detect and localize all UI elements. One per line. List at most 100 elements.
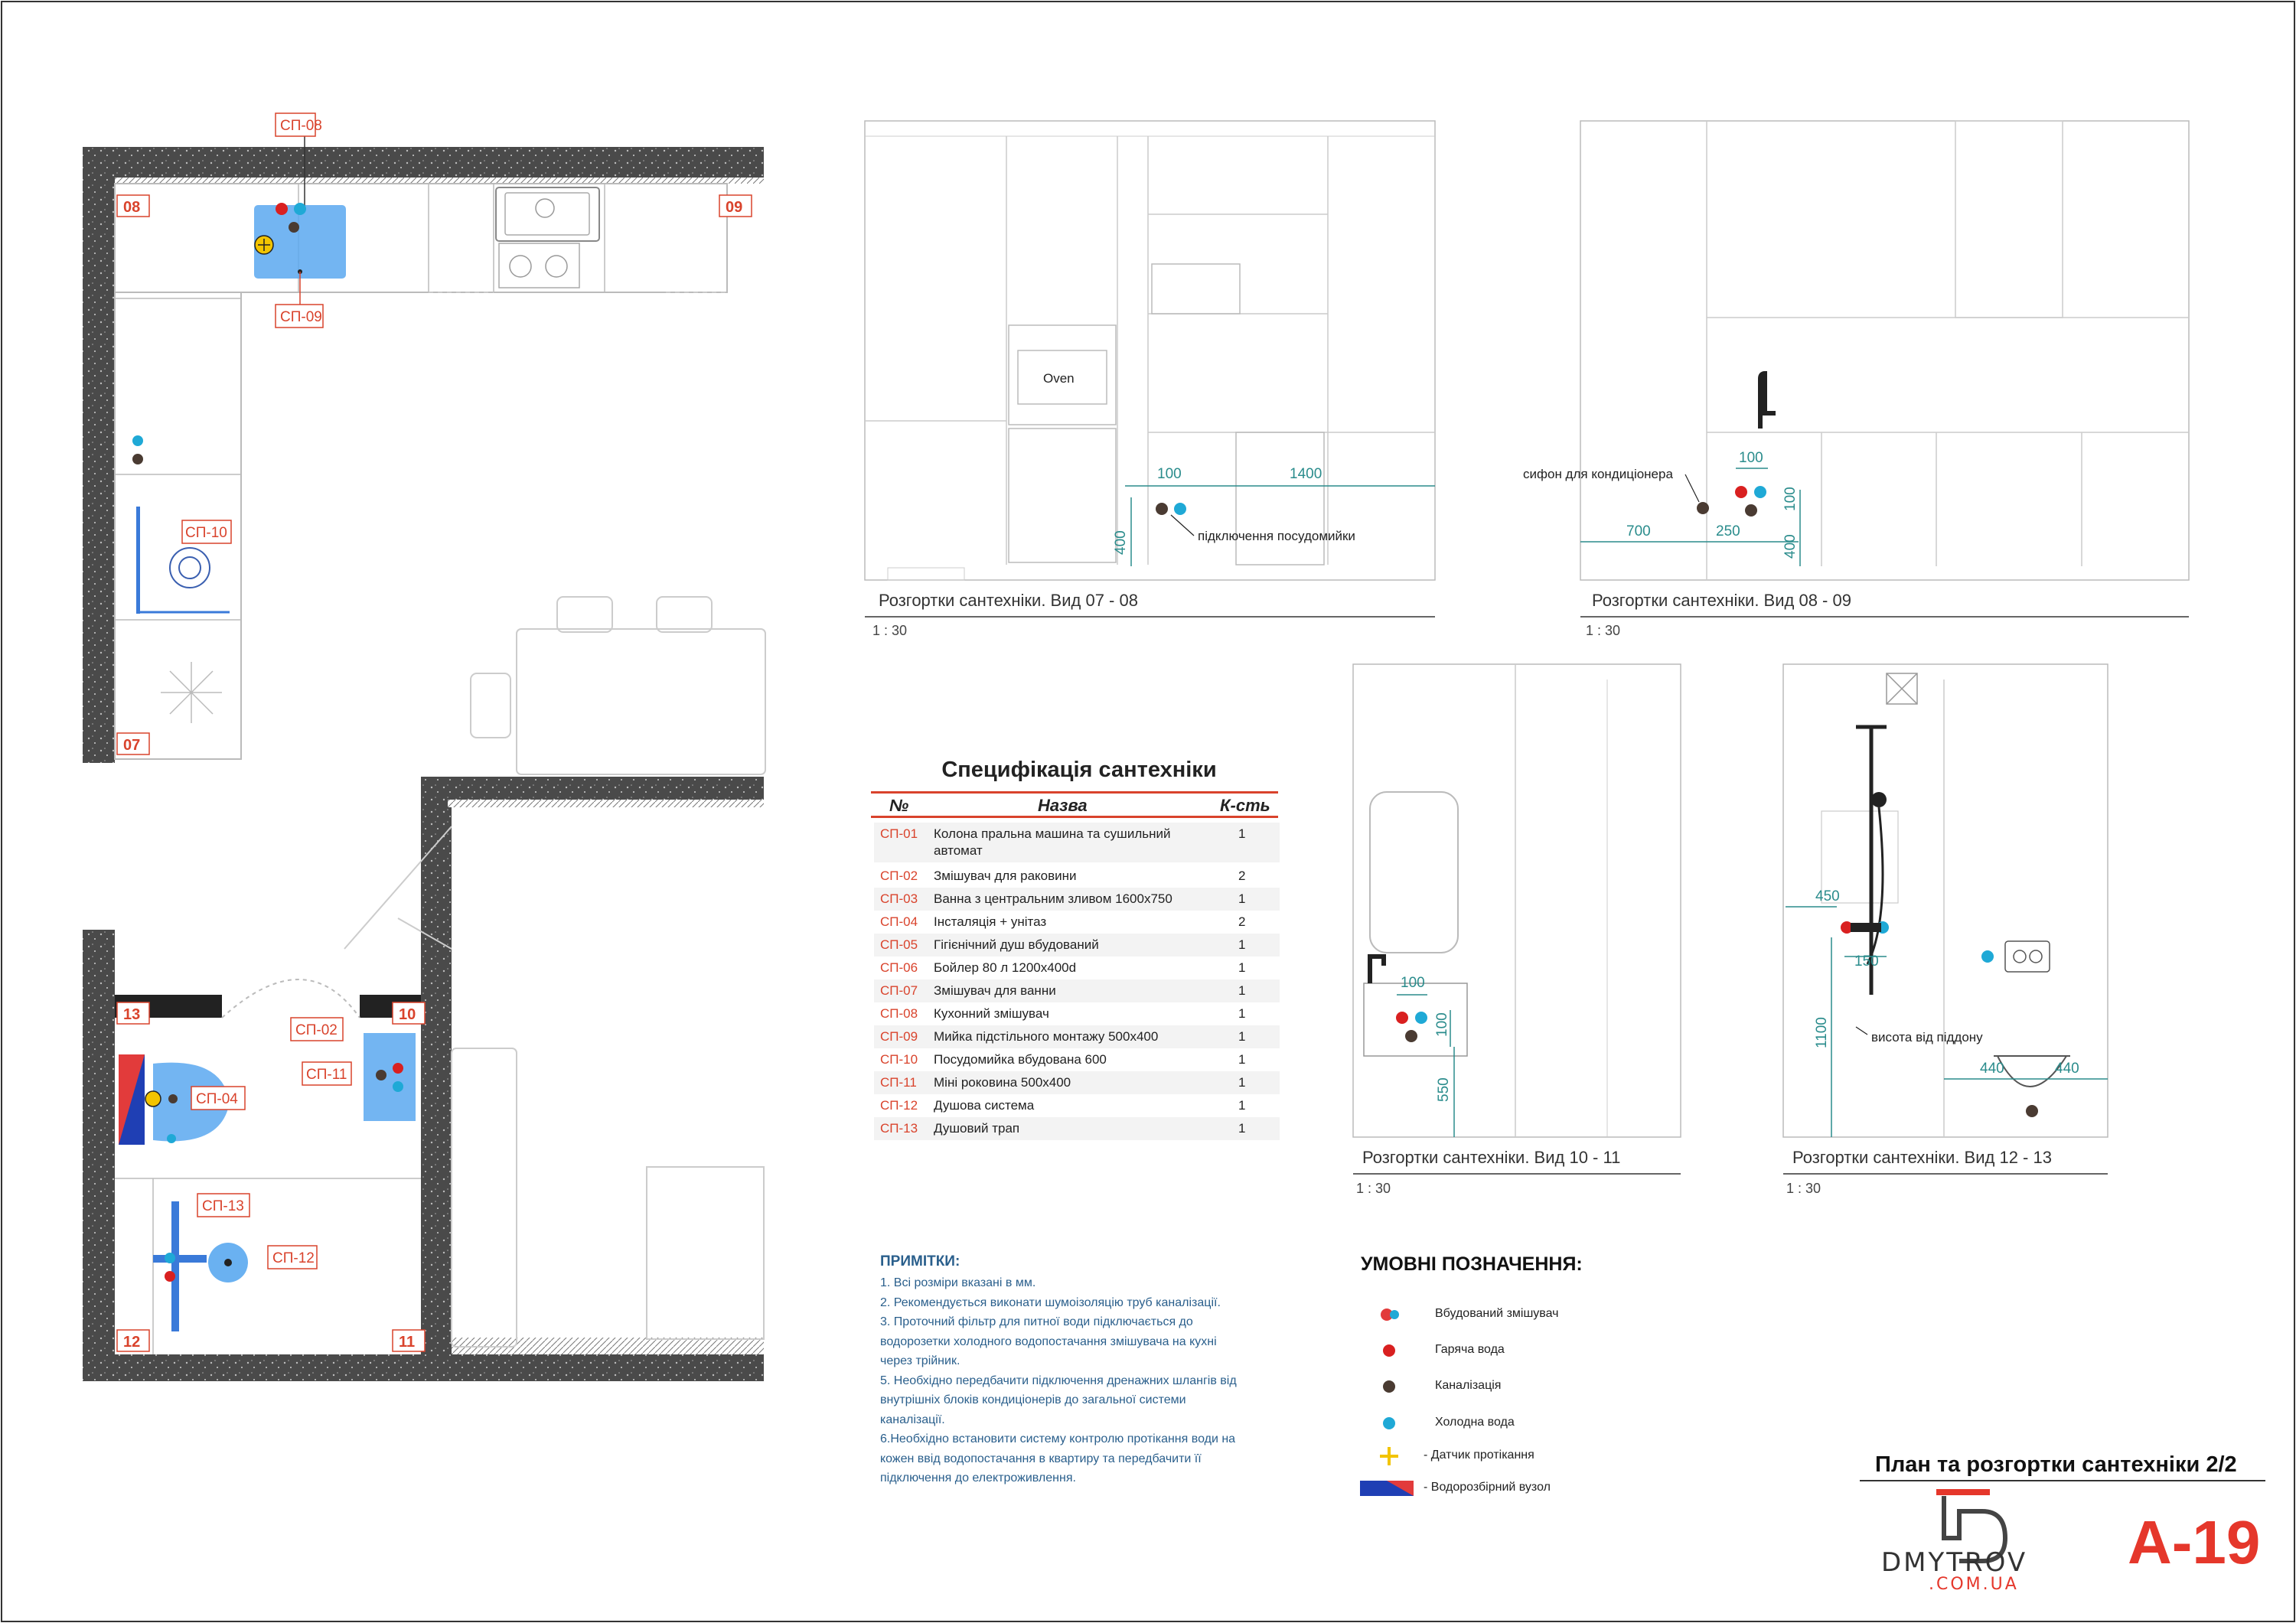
sheet-title: План та розгортки сантехніки 2/2 (1875, 1452, 2237, 1477)
hob (498, 243, 580, 288)
dim-100-b: 100 (1739, 450, 1763, 466)
dim-440-a: 440 (1980, 1061, 2004, 1077)
legend-cold-label: Холодна вода (1435, 1416, 1515, 1429)
spec-title: Специфікація сантехніки (941, 758, 1217, 782)
oven-label: Oven (1043, 371, 1075, 386)
dim-100-d: 100 (1401, 975, 1425, 991)
corner-08: 08 (123, 199, 140, 216)
caption-view-07-08: Розгортки сантехніки. Вид 07 - 08 (879, 591, 1138, 610)
corner-07: 07 (123, 737, 140, 754)
tag-sp08: СП-08 (280, 118, 322, 134)
dining-table (516, 628, 766, 775)
kitchen-faucet (1758, 370, 1776, 429)
spec-code: СП-12 (880, 1098, 918, 1113)
logo-subtext: .COM.UA (1929, 1575, 2019, 1594)
tag-sp10: СП-10 (185, 525, 227, 541)
note-line: 1. Всі розміри вказані в мм. (880, 1276, 1036, 1289)
spec-qty: 1 (1238, 1098, 1246, 1113)
ac-siphon-label: сифон для кондиціонера (1523, 467, 1673, 481)
view-12-13: 450 150 1100 висота від піддону 440 440 (1782, 663, 2108, 1175)
dim-150: 150 (1854, 953, 1879, 970)
corner-12: 12 (123, 1334, 140, 1351)
floor-plan: СП-08 СП-09 08 09 07 СП-10 (83, 112, 766, 1381)
note-line: кожен ввід водопостачання в квартиру та … (880, 1452, 1202, 1465)
corner-10: 10 (399, 1006, 416, 1023)
flush-plate (2004, 940, 2050, 973)
dim-1400: 1400 (1290, 466, 1322, 482)
spec-row: СП-03 Ванна з центральним зливом 1600x750… (874, 888, 1280, 911)
corner-11: 11 (399, 1334, 415, 1351)
spec-row: СП-12 Душова система 1 (874, 1094, 1280, 1117)
spec-name: Мийка підстільного монтажу 500x400 (934, 1029, 1159, 1044)
vanity-cabinet (1363, 983, 1468, 1057)
spec-name: Міні роковина 500x400 (934, 1075, 1071, 1090)
scale-view-07-08: 1 : 30 (872, 623, 908, 638)
kitchen-sink-sp09 (254, 205, 346, 279)
sheet-number: А-19 (2128, 1508, 2261, 1576)
spec-code: СП-03 (880, 891, 918, 906)
spec-header-num: № (889, 796, 909, 815)
legend-mixer-label: Вбудований змішувач (1435, 1307, 1559, 1320)
mini-sink-sp11 (364, 1033, 416, 1121)
spec-name: Колона пральна машина та сушильний автом… (934, 826, 1171, 858)
spec-qty: 1 (1238, 1052, 1246, 1067)
spec-qty: 1 (1238, 983, 1246, 998)
wall-left-upper (83, 178, 115, 763)
spec-code: СП-04 (880, 914, 918, 929)
spec-qty: 1 (1238, 1006, 1246, 1021)
tag-sp12: СП-12 (272, 1250, 315, 1266)
tag-sp09: СП-09 (280, 309, 322, 325)
note-line: 6.Необхідно встановити систему контролю … (880, 1432, 1236, 1445)
spec-qty: 1 (1238, 1075, 1246, 1090)
scale-view-08-09: 1 : 30 (1586, 623, 1621, 638)
wall-left-lower (83, 930, 115, 1381)
hot-water-point (276, 203, 288, 215)
dim-100-e: 100 (1434, 1012, 1450, 1037)
spec-code: СП-02 (880, 869, 918, 883)
spec-qty: 1 (1238, 826, 1246, 841)
spec-rule-head (871, 816, 1278, 818)
wall-toilet (1996, 1055, 2068, 1087)
dim-400-b: 400 (1782, 534, 1799, 559)
dim-550: 550 (1436, 1077, 1452, 1102)
logo-mark (1942, 1496, 2008, 1563)
legend-symbols (1360, 1309, 1414, 1496)
dim-100: 100 (1157, 466, 1182, 482)
scale-view-10-11: 1 : 30 (1356, 1181, 1391, 1196)
spec-name: Ванна з центральним зливом 1600x750 (934, 891, 1172, 906)
tag-sp02: СП-02 (295, 1022, 338, 1038)
spec-qty: 1 (1238, 891, 1246, 906)
tray-height-label: висота від піддону (1871, 1030, 1983, 1045)
dim-400: 400 (1113, 530, 1129, 555)
spec-code: СП-06 (880, 960, 918, 975)
logo-text: DMYTROV (1881, 1547, 2028, 1578)
note-line: водорозетки холодного водопостачання змі… (880, 1335, 1217, 1348)
tag-sp11: СП-11 (306, 1067, 347, 1083)
spec-qty: 1 (1238, 937, 1246, 952)
spec-name: Кухонний змішувач (934, 1006, 1049, 1021)
view-10-11: 100 100 550 (1352, 663, 1681, 1175)
corner-09: 09 (726, 199, 742, 216)
legend-sensor-label: - Датчик протікання (1424, 1449, 1534, 1462)
spec-qty: 2 (1238, 914, 1246, 929)
spec-code: СП-13 (880, 1121, 918, 1136)
tag-sp04: СП-04 (196, 1091, 238, 1107)
legend-node-label: - Водорозбірний вузол (1424, 1481, 1551, 1494)
note-line: 2. Рекомендується виконати шумоізоляцію … (880, 1295, 1221, 1309)
spec-qty: 1 (1238, 1029, 1246, 1044)
spec-name: Змішувач для ванни (934, 983, 1056, 998)
note-line: через трійник. (880, 1354, 960, 1367)
spec-name: Душова система (934, 1098, 1035, 1113)
wall-bottom (83, 1354, 764, 1381)
legend-title: УМОВНІ ПОЗНАЧЕННЯ: (1361, 1253, 1583, 1275)
legend-hot-label: Гаряча вода (1435, 1343, 1505, 1356)
